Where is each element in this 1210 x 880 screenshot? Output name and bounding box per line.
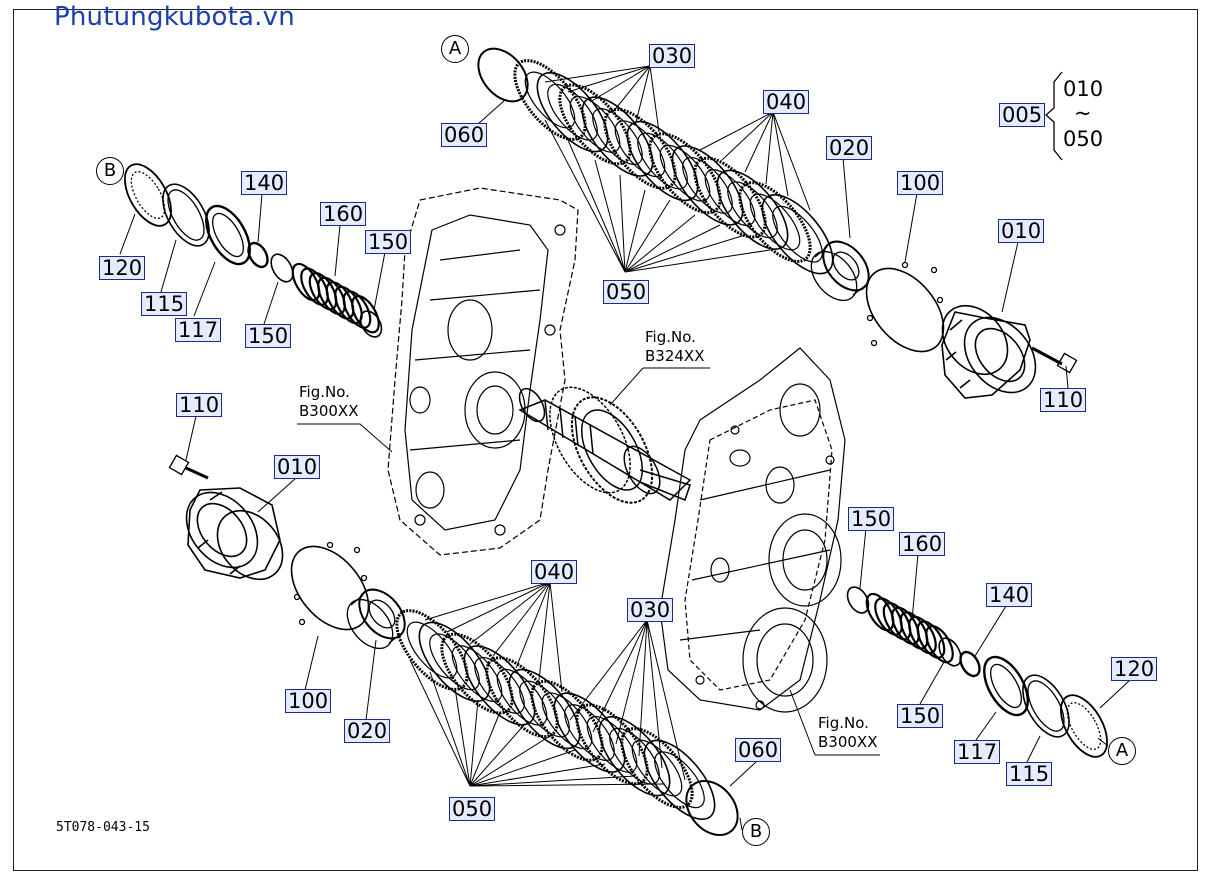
part-label-140-right[interactable]: 140 <box>986 583 1033 607</box>
part-label-050-top[interactable]: 050 <box>603 280 650 304</box>
part-label-140-left[interactable]: 140 <box>241 171 288 195</box>
part-label-020-bottom[interactable]: 020 <box>344 719 391 743</box>
left-small-parts <box>124 163 383 338</box>
bearing-020-top <box>810 240 870 302</box>
fig-ref-b300-left-line2: B300XX <box>299 402 359 420</box>
assembly-range-to: 050 <box>1063 127 1104 151</box>
part-label-150-left-lower[interactable]: 150 <box>245 324 292 348</box>
bolt-110-bottom <box>168 454 209 480</box>
fig-ref-b300-right-line1: Fig.No. <box>818 714 869 732</box>
drawing-number: 5T078-043-15 <box>56 820 150 835</box>
fig-ref-b300-right-line2: B300XX <box>818 733 878 751</box>
part-label-110-bottom[interactable]: 110 <box>176 393 223 417</box>
assembly-range-tilde: ~ <box>1074 101 1092 125</box>
snap-ring-060-top <box>477 47 529 103</box>
fig-ref-b300-right[interactable]: Fig.No. B300XX <box>818 714 877 752</box>
part-label-100-bottom[interactable]: 100 <box>285 689 332 713</box>
drawing-frame <box>13 9 1198 871</box>
part-label-160-right[interactable]: 160 <box>899 532 946 556</box>
fig-ref-b300-left[interactable]: Fig.No. B300XX <box>299 383 358 421</box>
part-label-020-top[interactable]: 020 <box>826 136 873 160</box>
bolt-110-top <box>1031 346 1078 374</box>
part-label-050-bottom[interactable]: 050 <box>449 797 496 821</box>
fig-ref-b300-left-line1: Fig.No. <box>299 383 350 401</box>
part-label-160-left[interactable]: 160 <box>320 202 367 226</box>
callout-a-right: A <box>1108 737 1136 765</box>
part-label-115-left[interactable]: 115 <box>141 292 188 316</box>
gasket-100-bottom <box>290 541 370 631</box>
callout-b-left: B <box>96 157 124 185</box>
part-label-040-top[interactable]: 040 <box>763 90 810 114</box>
part-label-005[interactable]: 005 <box>999 103 1046 127</box>
right-small-parts <box>846 586 1108 758</box>
top-clutch-pack <box>513 59 834 275</box>
part-label-150-left-upper[interactable]: 150 <box>365 230 412 254</box>
part-label-060-bottom[interactable]: 060 <box>735 738 782 762</box>
bearing-020-bottom <box>346 588 406 650</box>
leader-lines <box>119 65 1131 831</box>
part-label-117-left[interactable]: 117 <box>175 318 222 342</box>
spring-160-right <box>865 592 954 664</box>
fig-ref-b324[interactable]: Fig.No. B324XX <box>645 328 704 366</box>
gasket-100-top <box>865 261 945 353</box>
bottom-clutch-pack <box>395 609 716 820</box>
case-right <box>659 347 846 713</box>
part-label-040-bottom[interactable]: 040 <box>531 560 578 584</box>
part-label-060-top[interactable]: 060 <box>441 123 488 147</box>
callout-b-bottom: B <box>742 818 770 846</box>
snap-ring-060-bottom <box>685 780 739 836</box>
part-label-150-right-lower[interactable]: 150 <box>897 704 944 728</box>
part-label-110-top[interactable]: 110 <box>1040 388 1087 412</box>
fig-ref-b324-line1: Fig.No. <box>645 328 696 346</box>
piston-housing-010-bottom <box>185 487 284 581</box>
part-label-117-right[interactable]: 117 <box>954 740 1001 764</box>
piston-housing-010-top <box>941 304 1037 399</box>
callout-a-top: A <box>441 35 469 63</box>
fig-ref-b324-line2: B324XX <box>645 347 705 365</box>
site-watermark: Phutungkubota.vn <box>54 2 295 32</box>
part-label-010-top[interactable]: 010 <box>998 219 1045 243</box>
part-label-150-right-upper[interactable]: 150 <box>848 507 895 531</box>
part-label-030-top[interactable]: 030 <box>649 44 696 68</box>
part-label-010-bottom[interactable]: 010 <box>274 455 321 479</box>
part-label-100-top[interactable]: 100 <box>897 171 944 195</box>
part-label-120-left[interactable]: 120 <box>99 256 146 280</box>
assembly-range-from: 010 <box>1063 77 1104 101</box>
part-label-115-right[interactable]: 115 <box>1006 762 1053 786</box>
part-label-120-right[interactable]: 120 <box>1111 657 1158 681</box>
part-label-030-bottom[interactable]: 030 <box>627 598 674 622</box>
case-left <box>387 187 579 556</box>
center-shaft-gear <box>518 386 692 504</box>
